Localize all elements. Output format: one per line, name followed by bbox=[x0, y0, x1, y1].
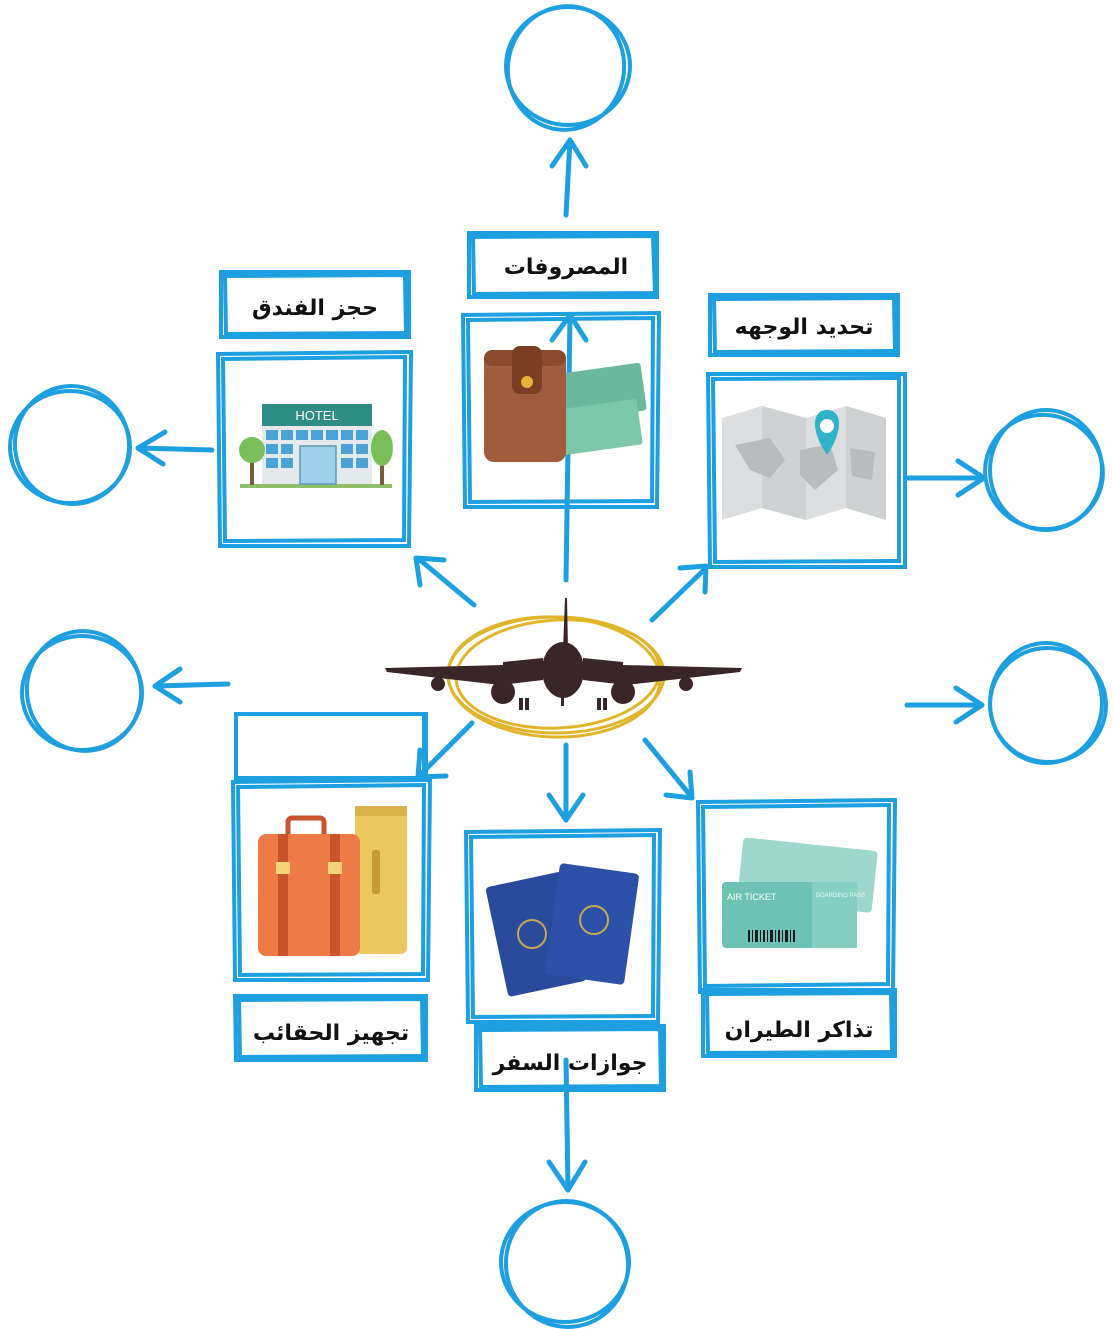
topic-hotel[interactable]: حجز الفندق HOTEL bbox=[215, 270, 414, 548]
arrow-expenses-out bbox=[549, 137, 589, 218]
wallet-money-icon bbox=[484, 346, 647, 462]
arrow-passports-out bbox=[546, 1057, 588, 1193]
center-node bbox=[385, 598, 742, 739]
luggage-label-frame-overlay bbox=[232, 994, 428, 1062]
hotel-icon: HOTEL bbox=[239, 404, 393, 488]
hotel-label: حجز الفندق bbox=[252, 296, 378, 321]
hotel-image-frame bbox=[215, 349, 414, 548]
destination-image-frame bbox=[705, 372, 907, 569]
luggage-label-card-overlay[interactable]: تجهيز الحقائب bbox=[232, 713, 428, 1062]
empty-circle-right-bottom[interactable] bbox=[981, 639, 1113, 771]
tickets-label-frame-overlay bbox=[701, 988, 897, 1058]
empty-circle-bottom[interactable] bbox=[496, 1191, 638, 1329]
destination-label-frame bbox=[708, 293, 900, 357]
expenses-label-frame bbox=[467, 231, 659, 299]
topic-destination[interactable]: تحديد الوجهه bbox=[705, 293, 907, 569]
empty-circle-left-bottom[interactable] bbox=[16, 620, 152, 761]
hotel-sign-text: HOTEL bbox=[295, 408, 338, 423]
arrow-to-destination bbox=[649, 563, 709, 623]
luggage-label-card[interactable] bbox=[0, 0, 236, 996]
empty-circle-left-top[interactable] bbox=[6, 377, 139, 513]
ticket-title: AIR TICKET bbox=[727, 892, 777, 902]
topic-tickets[interactable]: AIR TICKET BOARDING PASS bbox=[695, 797, 898, 995]
topic-expenses[interactable]: المصروفات bbox=[460, 231, 662, 509]
expenses-label: المصروفات bbox=[504, 255, 628, 280]
passports-label-frame-overlay bbox=[474, 1024, 666, 1092]
expenses-image-frame bbox=[460, 310, 662, 509]
destination-label: تحديد الوجهه bbox=[735, 315, 874, 340]
arrow-to-hotel bbox=[413, 555, 477, 608]
map-pin-icon bbox=[722, 406, 886, 520]
luggage-image-frame bbox=[230, 777, 433, 982]
tickets-label: تذاكر الطيران bbox=[725, 1018, 874, 1043]
topic-passports[interactable] bbox=[0, 0, 663, 1024]
arrow-tickets-out bbox=[904, 685, 985, 725]
empty-circle-top[interactable] bbox=[496, 0, 635, 141]
suitcase-icon bbox=[258, 806, 407, 956]
passport-icon bbox=[485, 863, 639, 997]
ticket-icon: AIR TICKET BOARDING PASS bbox=[722, 837, 878, 948]
arrow-luggage-out bbox=[152, 666, 231, 705]
passports-image-frame bbox=[463, 827, 663, 1024]
outer-circles bbox=[6, 0, 1113, 1329]
ticket-pass: BOARDING PASS bbox=[816, 893, 865, 899]
passports-label: جوازات السفر bbox=[492, 1051, 648, 1076]
tickets-label-card-overlay[interactable]: تذاكر الطيران bbox=[701, 988, 897, 1058]
empty-circle-right-top[interactable] bbox=[972, 402, 1113, 543]
hotel-label-frame bbox=[219, 270, 411, 339]
passports-label-card-overlay[interactable]: جوازات السفر bbox=[474, 1024, 666, 1092]
bottom-label-rects bbox=[234, 712, 426, 780]
airplane-icon bbox=[385, 598, 742, 710]
luggage-label-box-rect bbox=[234, 712, 426, 780]
arrow-to-passports bbox=[546, 742, 586, 823]
arrow-to-tickets bbox=[642, 737, 695, 801]
label-boxes-bottom bbox=[0, 0, 236, 996]
luggage-label: تجهيز الحقائب bbox=[253, 1021, 409, 1046]
arrow-hotel-out bbox=[135, 429, 215, 467]
